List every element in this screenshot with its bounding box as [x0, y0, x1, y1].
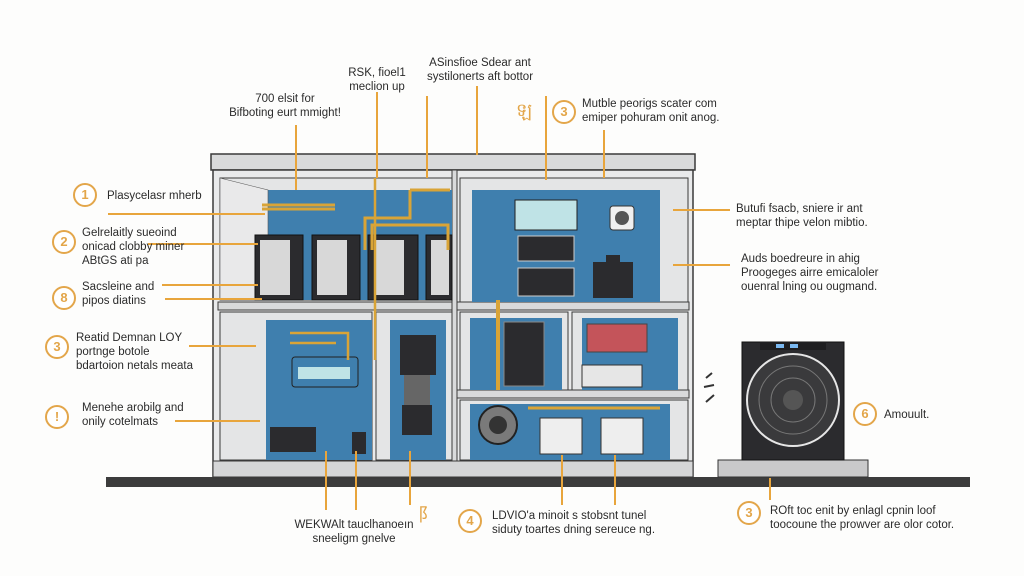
callout-badge-2: 2: [52, 230, 76, 254]
asic-miner-icon: [254, 234, 453, 301]
decorative-glyph-top: ឡ: [516, 100, 533, 120]
label-top-left: 700 elsit for Bifboting eurt mmight!: [229, 93, 341, 119]
callout-badge-top-right: 3: [552, 100, 576, 124]
compartment-display: [219, 311, 453, 461]
label-right-2: Auds boedreure in ahig Proogeges airre e…: [741, 253, 879, 293]
label-right-fan: Amouult.: [884, 409, 930, 421]
compartment-psu: [459, 300, 689, 391]
callout-badge-warning: !: [45, 405, 69, 429]
label-bottom-left: WEKWAlt tauclhanoeın sneeligm gnelve: [294, 519, 414, 545]
callout-badge-1: 1: [73, 183, 97, 207]
label-top-mid: RSK, fioel1 meclion up: [348, 67, 406, 93]
compartment-network: [459, 177, 689, 303]
label-top-center: ASinsfioe Sdear ant systilonerts aft bot…: [426, 57, 534, 83]
label-left-2: Gelrelaitly sueoind onicad clobby miner …: [82, 227, 185, 267]
callout-badge-8: 8: [52, 286, 76, 310]
label-left-5: Menehe arobilg and onily cotelmats: [82, 402, 184, 428]
leader-lines: [108, 86, 771, 510]
pipes-bottom-left: [290, 178, 377, 360]
compartment-batteries: [459, 399, 689, 461]
label-left-1: Plasycelasr mherb: [107, 190, 202, 202]
decorative-glyph-bottom: 阝: [418, 505, 436, 525]
label-bottom-right: ROft toc enit by enlagl cpnin loof tooco…: [770, 505, 955, 531]
label-top-right: Mutble peorigs scater com emiper pohuram…: [582, 98, 720, 124]
label-right-1: Butufi fsacb, sniere ir ant meptar thipe…: [736, 203, 868, 229]
callout-badge-4: 4: [458, 509, 482, 533]
cooling-fan-icon: [703, 341, 869, 478]
label-bottom-mid: LDVIO'a minoit s stobsnt tunel siduty to…: [492, 510, 656, 536]
pipes-top-left: [262, 188, 450, 250]
label-left-3: Sacsleine and pipos diatins: [82, 281, 155, 307]
floor-bar: [106, 477, 970, 487]
label-left-4: Reatid Demnan LOY portnge botole bdartoi…: [76, 332, 193, 372]
callout-badge-3-left: 3: [45, 335, 69, 359]
callout-badge-6: 6: [853, 402, 877, 426]
callout-badge-3-bottom: 3: [737, 501, 761, 525]
